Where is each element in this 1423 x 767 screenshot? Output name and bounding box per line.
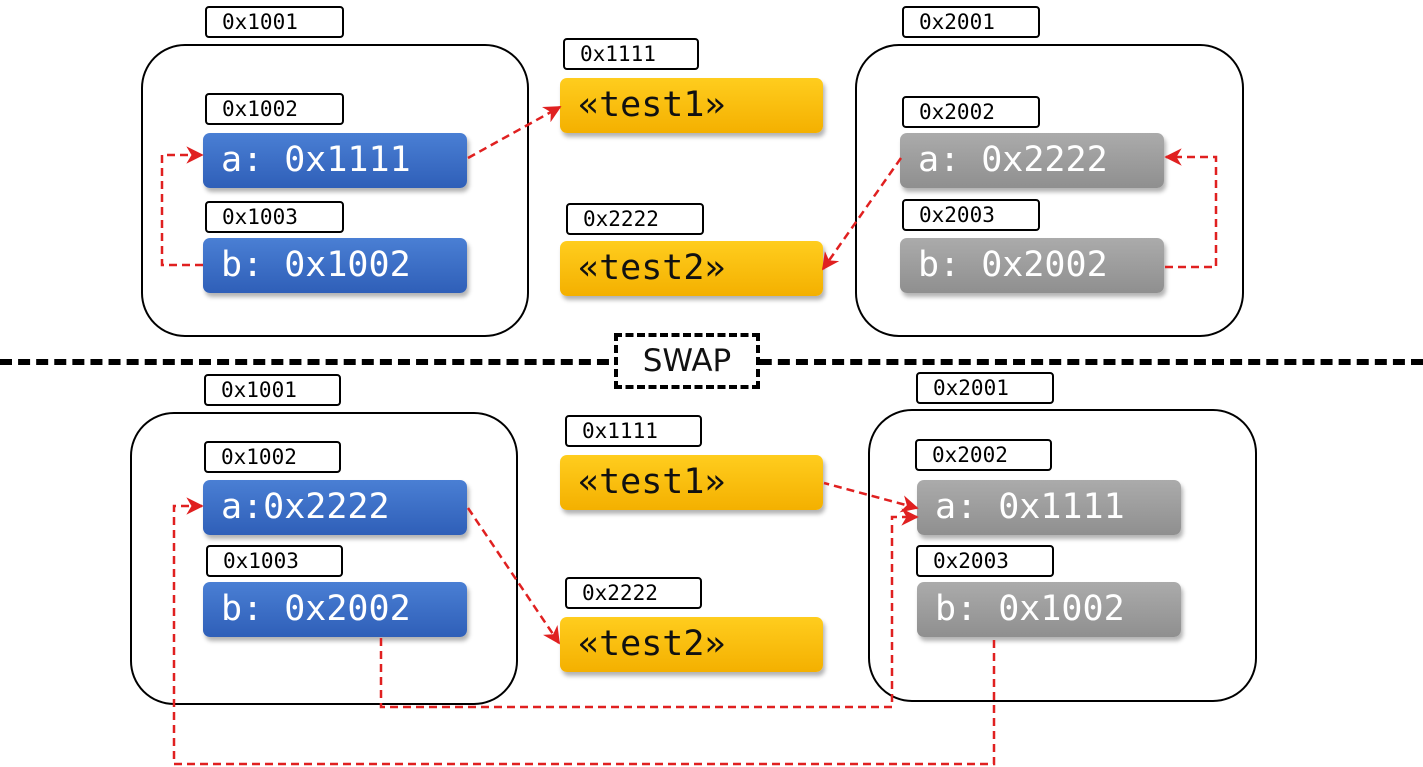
after-left-a-cell: a:0x2222: [203, 480, 467, 535]
after-left-a-address: 0x1002: [204, 441, 341, 473]
before-left-a-address: 0x1002: [205, 93, 344, 125]
after-right-a-address: 0x2002: [915, 439, 1052, 471]
before-left-frame: [141, 44, 529, 337]
before-right-b-address: 0x2003: [902, 199, 1040, 231]
before-left-a-cell: a: 0x1111: [203, 133, 467, 188]
before-right-frame-address: 0x2001: [902, 6, 1040, 38]
after-string1-address: 0x1111: [565, 415, 702, 447]
after-left-b-cell: b: 0x2002: [203, 582, 467, 637]
before-right-a-address: 0x2002: [902, 96, 1040, 128]
after-right-b-address: 0x2003: [916, 545, 1054, 577]
after-left-b-address: 0x1003: [206, 545, 343, 577]
before-string2-address: 0x2222: [566, 203, 704, 235]
after-right-frame-address: 0x2001: [916, 372, 1054, 404]
after-right-b-cell: b: 0x1002: [917, 582, 1181, 637]
after-string1-cell: «test1»: [560, 455, 823, 510]
after-string2-address: 0x2222: [565, 577, 702, 609]
before-string1-address: 0x1111: [563, 38, 699, 70]
before-right-frame: [855, 44, 1244, 337]
swap-label: SWAP: [614, 333, 760, 389]
before-left-frame-address: 0x1001: [205, 6, 344, 38]
after-right-a-cell: a: 0x1111: [917, 480, 1181, 535]
before-right-b-cell: b: 0x2002: [900, 238, 1164, 293]
after-string2-cell: «test2»: [560, 617, 823, 672]
after-left-frame-address: 0x1001: [204, 374, 341, 406]
before-right-a-cell: a: 0x2222: [900, 133, 1164, 188]
before-string2-cell: «test2»: [560, 241, 823, 296]
before-left-b-cell: b: 0x1002: [203, 238, 467, 293]
before-string1-cell: «test1»: [560, 78, 823, 133]
before-left-b-address: 0x1003: [205, 201, 344, 233]
